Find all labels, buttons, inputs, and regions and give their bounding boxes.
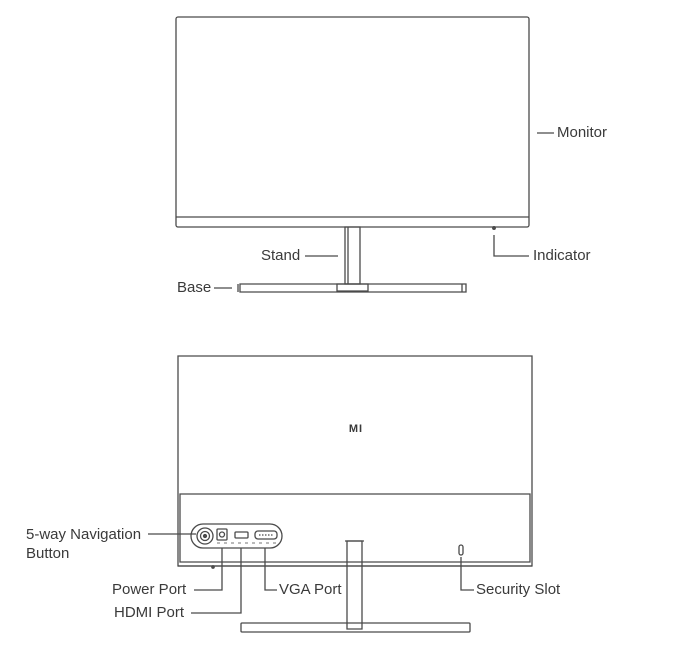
vga-port-shape [255,531,277,539]
front-view [176,17,554,292]
indicator-light [493,227,496,230]
security-slot-label: Security Slot [476,581,561,598]
hdmi-port-leader [191,548,241,613]
vga-port-label: VGA Port [279,581,342,598]
security-slot-shape [459,545,463,555]
back-stand [347,541,362,629]
navigation-button-label-line2: Button [26,545,70,562]
security-slot-leader [461,557,474,590]
hdmi-port-shape [235,532,248,538]
back-small-dot [212,566,214,568]
power-port-pin [220,532,225,537]
indicator-label: Indicator [533,247,591,264]
front-stand [345,227,360,284]
power-port-leader [194,548,222,590]
navigation-button-inner [201,532,210,541]
back-base [241,623,470,632]
front-stand-foot [337,284,368,291]
base-label: Base [177,279,212,296]
hdmi-port-label: HDMI Port [114,604,185,621]
mi-logo: MI [349,423,363,435]
front-base [240,284,466,292]
back-view [148,356,532,632]
monitor-label: Monitor [557,124,608,141]
port-panel [191,524,282,548]
navigation-button-dot [204,535,207,538]
back-casing [178,356,532,566]
stand-label: Stand [261,247,301,264]
navigation-button-label-line1: 5-way Navigation [26,526,142,543]
vga-port-leader [265,548,277,590]
navigation-button-outer [197,528,213,544]
power-port-label: Power Port [112,581,187,598]
indicator-leader [494,235,529,256]
back-lower-panel [180,494,530,562]
power-port-shape [217,529,227,540]
monitor-screen [176,17,529,227]
